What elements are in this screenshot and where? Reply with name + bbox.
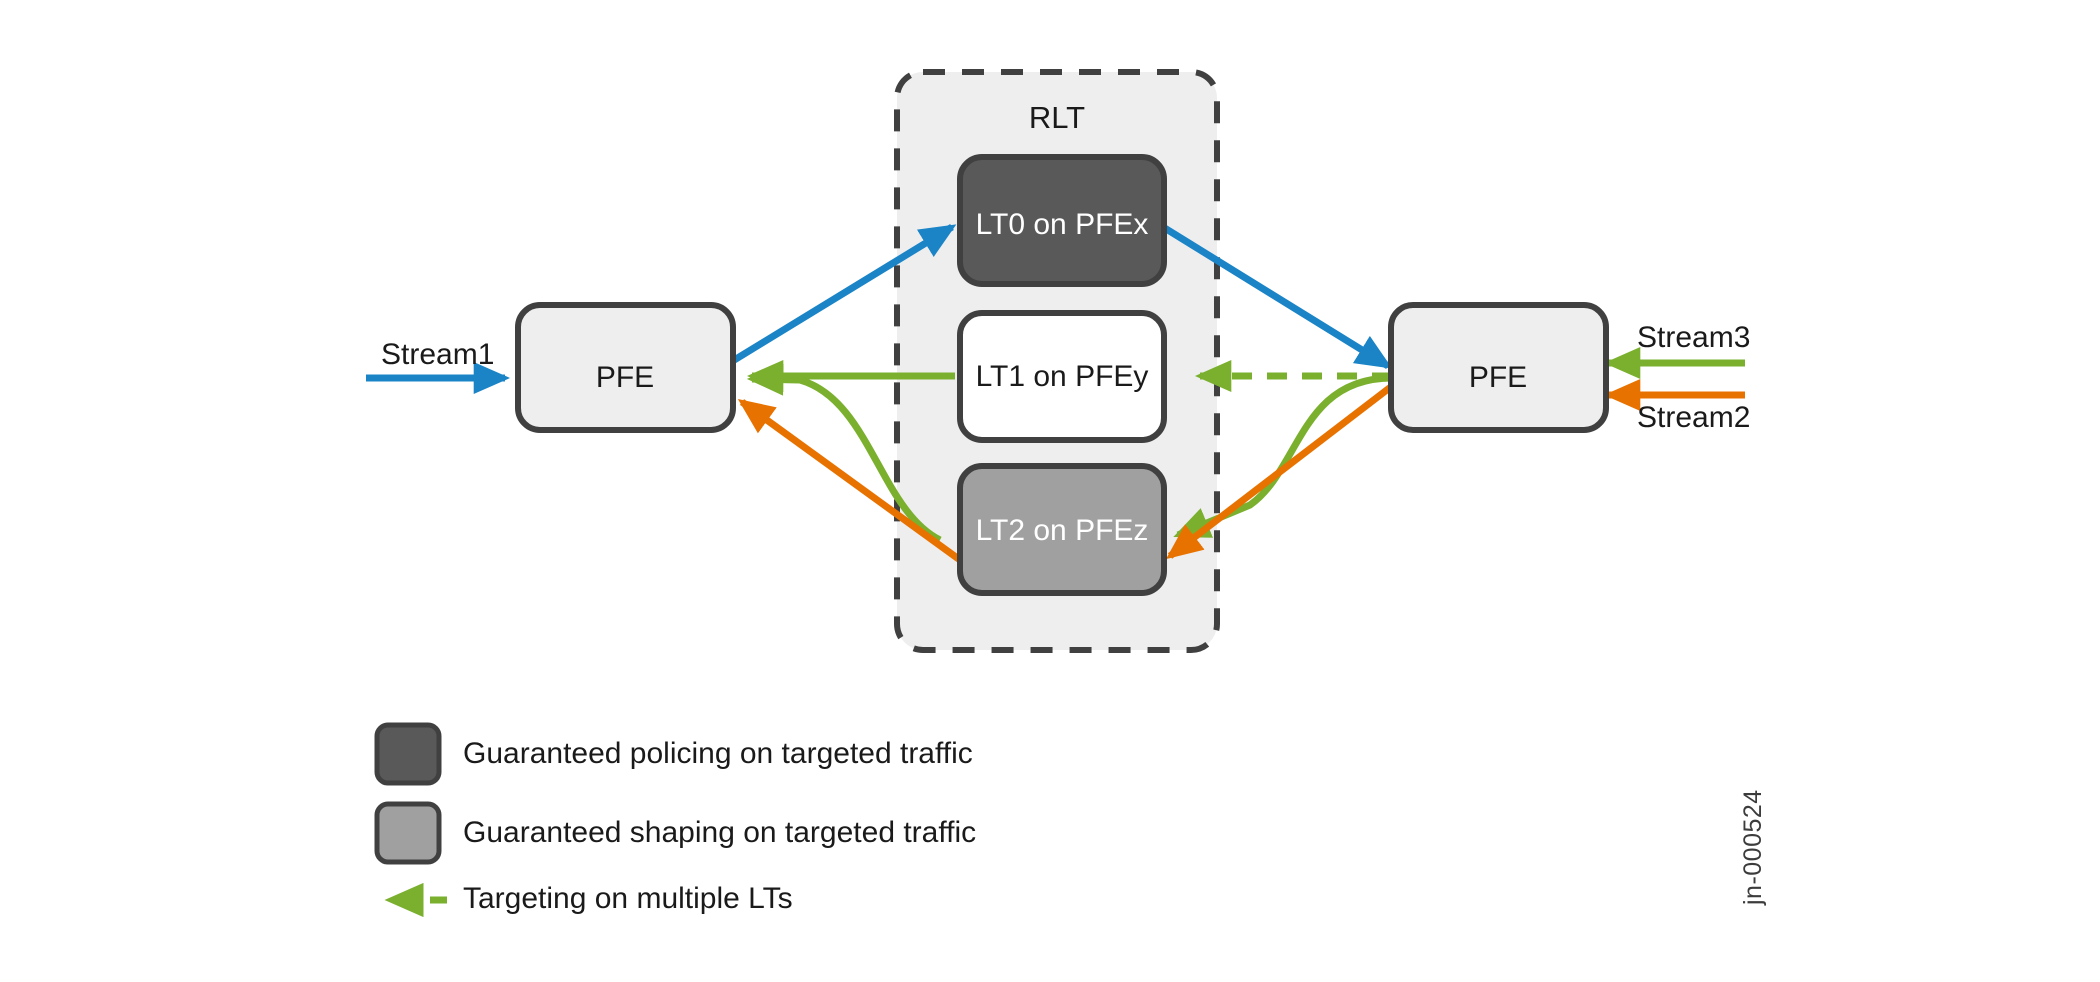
flow-orange-down	[1165, 383, 1395, 560]
flow-blue-in-path	[729, 224, 957, 365]
node-pfe-right-label: PFE	[1469, 361, 1527, 394]
flow-blue-out	[1161, 224, 1393, 369]
node-lt0-box[interactable]	[957, 154, 1167, 287]
node-lt1-box[interactable]	[957, 310, 1167, 443]
legend: Guaranteed policing on targeted traffic …	[374, 722, 976, 918]
flow-orange-down-path	[1165, 383, 1395, 560]
node-pfe-right-box[interactable]	[1388, 302, 1609, 433]
node-lt1[interactable]: LT1 on PFEy	[957, 310, 1167, 443]
node-pfe-left-label: PFE	[596, 361, 654, 394]
flow-green-lt2	[746, 363, 942, 544]
node-pfe-left[interactable]: PFE	[515, 302, 736, 433]
reference-code: jn-000524	[1739, 789, 1767, 906]
stream1-label: Stream1	[381, 338, 494, 371]
flow-orange-lt2-path	[737, 399, 963, 563]
legend-label-multi-lt: Targeting on multiple LTs	[463, 882, 793, 915]
legend-item-policing: Guaranteed policing on targeted traffic	[374, 722, 973, 786]
stream3-label: Stream3	[1637, 321, 1750, 354]
flow-blue-in	[729, 224, 957, 365]
node-lt2-label: LT2 on PFEz	[976, 514, 1149, 547]
legend-item-multi-lt: Targeting on multiple LTs	[384, 882, 793, 918]
node-lt0[interactable]: LT0 on PFEx	[957, 154, 1167, 287]
legend-swatch-policing	[374, 722, 442, 786]
node-pfe-left-box[interactable]	[515, 302, 736, 433]
flow-green-down-path	[1173, 374, 1393, 539]
node-lt2[interactable]: LT2 on PFEz	[957, 463, 1167, 596]
node-lt2-box[interactable]	[957, 463, 1167, 596]
node-lt1-label: LT1 on PFEy	[976, 360, 1149, 393]
flow-green-lt2-path	[746, 363, 942, 544]
legend-item-shaping: Guaranteed shaping on targeted traffic	[374, 801, 976, 865]
stream2-label: Stream2	[1637, 401, 1750, 434]
flow-blue-out-path	[1161, 224, 1393, 369]
flow-orange-lt2	[737, 399, 963, 563]
rlt-group-title: RLT	[1029, 100, 1085, 135]
legend-label-shaping: Guaranteed shaping on targeted traffic	[463, 816, 976, 849]
flow-green-down	[1173, 374, 1393, 539]
legend-swatch-shaping	[374, 801, 442, 865]
legend-label-policing: Guaranteed policing on targeted traffic	[463, 737, 973, 770]
node-lt0-label: LT0 on PFEx	[976, 208, 1149, 241]
node-pfe-right[interactable]: PFE	[1388, 302, 1609, 433]
